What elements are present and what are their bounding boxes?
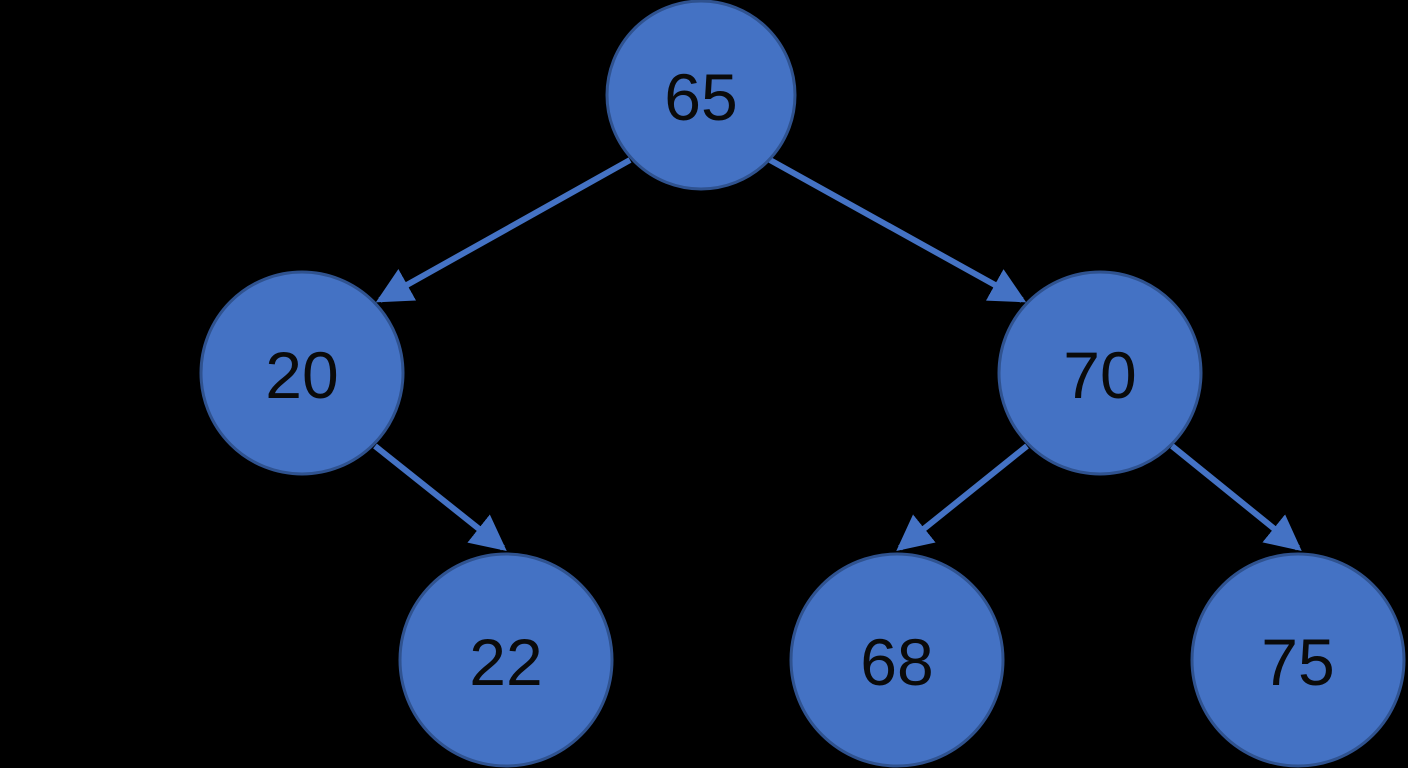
node-22-circle (398, 552, 614, 768)
edge-65-to-20 (375, 157, 632, 303)
node-20-circle (199, 270, 405, 476)
node-20-label: 20 (265, 338, 338, 412)
edges-layer (373, 157, 1302, 552)
edge-65-to-70 (768, 157, 1027, 303)
node-65-circle (605, 0, 797, 191)
node-68-circle (789, 552, 1005, 768)
node-22-label: 22 (469, 625, 542, 699)
edge-70-to-75 (1170, 443, 1302, 552)
node-20: 20 (199, 270, 405, 476)
node-65: 65 (605, 0, 797, 191)
node-70-circle (997, 270, 1203, 476)
node-68: 68 (789, 552, 1005, 768)
node-70: 70 (997, 270, 1203, 476)
node-75-label: 75 (1261, 625, 1334, 699)
node-70-label: 70 (1063, 338, 1136, 412)
node-68-label: 68 (860, 625, 933, 699)
edge-20-to-22 (373, 443, 507, 551)
edge-70-to-68 (896, 443, 1029, 552)
node-65-label: 65 (664, 60, 737, 134)
node-22: 22 (398, 552, 614, 768)
nodes-layer: 65 20 70 22 68 75 (199, 0, 1406, 768)
node-75: 75 (1190, 552, 1406, 768)
node-75-circle (1190, 552, 1406, 768)
